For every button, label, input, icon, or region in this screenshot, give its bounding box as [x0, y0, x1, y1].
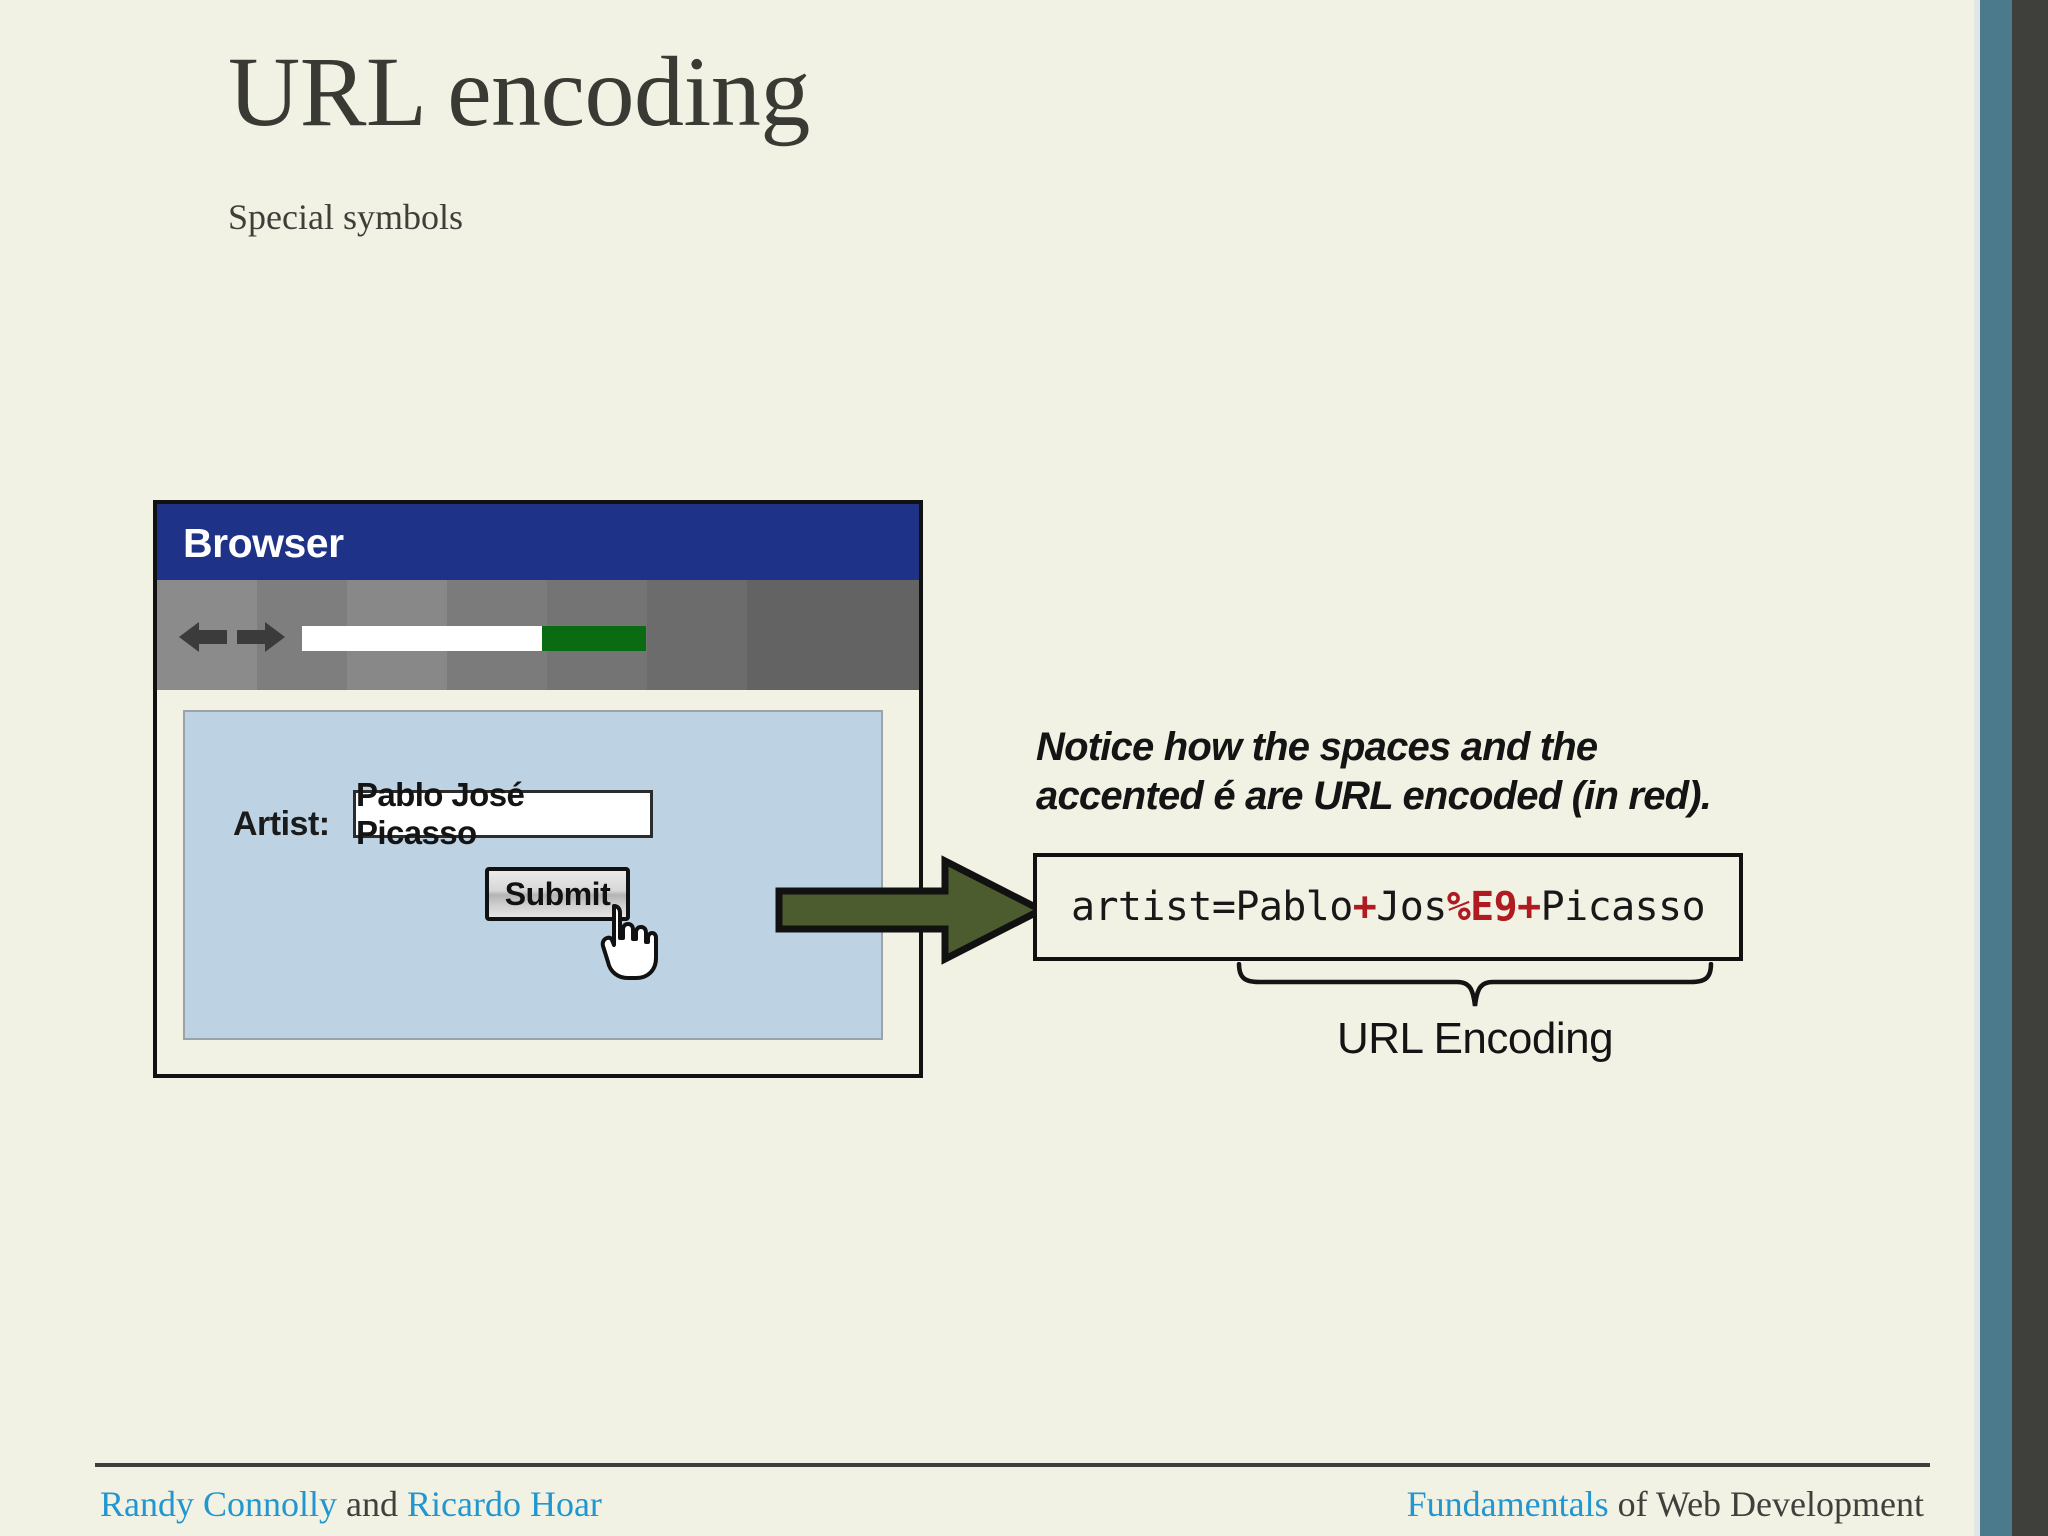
- arrow-left-icon[interactable]: [175, 617, 231, 657]
- code-segment-3: %E9: [1446, 884, 1518, 930]
- code-segment-4: +: [1517, 884, 1541, 930]
- footer-author-1[interactable]: Randy Connolly: [100, 1484, 338, 1524]
- footer-authors: Randy Connolly and Ricardo Hoar: [100, 1483, 602, 1525]
- browser-window-mock: Browser Artist:: [153, 500, 923, 1078]
- artist-field-label: Artist:: [233, 805, 330, 843]
- encoded-query-text: artist=Pablo+Jos%E9+Picasso: [1070, 884, 1706, 930]
- encoded-query-box: artist=Pablo+Jos%E9+Picasso: [1033, 853, 1743, 961]
- page-title: URL encoding: [228, 36, 810, 147]
- submit-button[interactable]: Submit: [485, 867, 630, 921]
- annotation-note: Notice how the spaces and the accented é…: [1036, 723, 1846, 821]
- browser-toolbar: [157, 580, 919, 690]
- arrow-right-icon[interactable]: [233, 617, 289, 657]
- footer-book-rest: of Web Development: [1608, 1484, 1924, 1524]
- edge-stripe-teal: [1980, 0, 2012, 1536]
- code-segment-0: artist=Pablo: [1070, 884, 1353, 930]
- code-segment-5: Picasso: [1540, 884, 1706, 930]
- artist-input[interactable]: Pablo José Picasso: [353, 776, 653, 851]
- annotation-note-line-1: Notice how the spaces and the: [1036, 725, 1598, 769]
- url-input[interactable]: [302, 626, 542, 651]
- url-encoding-label: URL Encoding: [1336, 1014, 1614, 1063]
- submit-button-label: Submit: [504, 875, 611, 912]
- curly-brace-icon: [1235, 961, 1715, 1010]
- code-segment-2: Jos: [1376, 884, 1447, 930]
- page-subtitle: Special symbols: [228, 197, 463, 237]
- browser-titlebar: Browser: [157, 504, 919, 580]
- edge-stripe-dark: [2012, 0, 2048, 1536]
- toolbar-band: [647, 580, 747, 690]
- annotation-note-line-2: accented é are URL encoded (in red).: [1036, 773, 1712, 818]
- footer-book-highlight[interactable]: Fundamentals: [1406, 1484, 1609, 1524]
- footer-author-joiner: and: [337, 1484, 407, 1524]
- browser-window-title: Browser: [183, 520, 344, 566]
- toolbar-band: [747, 580, 919, 690]
- edge-stripe-light: [1974, 0, 1980, 1536]
- url-go-button[interactable]: [542, 626, 646, 651]
- footer-author-2[interactable]: Ricardo Hoar: [407, 1484, 602, 1524]
- hand-pointer-icon: [600, 902, 660, 982]
- browser-page-content: Artist: Pablo José Picasso Submit: [183, 710, 883, 1040]
- footer-book-title: Fundamentals of Web Development: [1407, 1483, 1924, 1525]
- arrow-right-block-icon: [775, 855, 1049, 965]
- footer-divider: [95, 1463, 1930, 1467]
- artist-input-value: Pablo José Picasso: [356, 776, 525, 851]
- code-segment-1: +: [1352, 884, 1377, 930]
